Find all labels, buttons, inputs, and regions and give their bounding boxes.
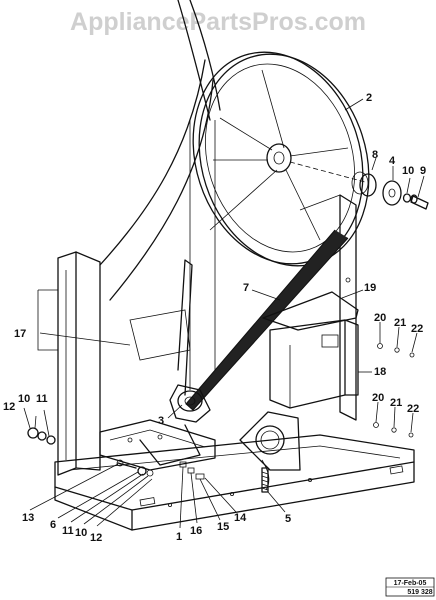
callout-21-lower: 21 xyxy=(390,397,402,409)
curved-side-panel xyxy=(99,0,221,390)
callout-16: 16 xyxy=(190,525,202,537)
hub-assembly xyxy=(289,161,429,210)
callout-9: 9 xyxy=(420,165,426,177)
hardware-set-lower xyxy=(373,422,414,438)
callout-6: 6 xyxy=(50,519,56,531)
callout-1: 1 xyxy=(176,531,182,543)
stamp-code: 519 328 xyxy=(407,589,432,596)
callout-17: 17 xyxy=(14,328,26,340)
callout-21-upper: 21 xyxy=(394,317,406,329)
callout-labels: 2 8 4 10 9 7 19 17 20 21 22 18 20 21 22 … xyxy=(3,92,426,544)
rear-bracket xyxy=(129,309,191,361)
callout-20-upper: 20 xyxy=(374,312,386,324)
callout-22-lower: 22 xyxy=(407,403,419,415)
motor-cover-plate xyxy=(262,291,359,331)
callout-10-left: 10 xyxy=(18,393,30,405)
tension-bracket xyxy=(239,411,301,493)
left-fasteners xyxy=(27,427,56,445)
right-frame-post xyxy=(299,194,357,421)
motor-housing xyxy=(269,319,359,409)
callout-12-bottom: 12 xyxy=(90,532,102,544)
callout-4: 4 xyxy=(389,155,396,167)
watermark-text: AppliancePartsPros.com xyxy=(70,8,366,36)
motor-mount-plate xyxy=(99,419,216,471)
drive-pulley xyxy=(192,51,370,267)
motor-pulley xyxy=(169,384,211,423)
callout-22-upper: 22 xyxy=(411,323,423,335)
callout-13: 13 xyxy=(22,512,34,524)
callout-20-lower: 20 xyxy=(372,392,384,404)
callout-3: 3 xyxy=(158,415,164,427)
callout-2: 2 xyxy=(366,92,372,104)
hardware-set-upper xyxy=(377,343,415,358)
callout-10: 10 xyxy=(402,165,414,177)
stamp-date: 17-Feb-05 xyxy=(394,580,427,587)
callout-11-bottom: 11 xyxy=(62,525,74,537)
callout-7: 7 xyxy=(243,282,249,294)
callout-14: 14 xyxy=(234,512,247,524)
callout-11-left: 11 xyxy=(36,393,48,405)
pulley-spokes xyxy=(209,69,349,241)
callout-10-bottom: 10 xyxy=(75,527,87,539)
revision-stamp: 17-Feb-05 519 328 xyxy=(385,577,435,597)
base-frame xyxy=(54,434,415,531)
belt-return-run xyxy=(177,259,193,396)
small-clip-parts xyxy=(179,461,205,480)
callout-15: 15 xyxy=(217,521,229,533)
callout-5: 5 xyxy=(285,513,291,525)
callout-19: 19 xyxy=(364,282,376,294)
callout-18: 18 xyxy=(374,366,386,378)
callout-8: 8 xyxy=(372,149,378,161)
callout-12-left: 12 xyxy=(3,401,15,413)
left-upright-post xyxy=(37,251,101,476)
leader-lines xyxy=(23,98,425,529)
